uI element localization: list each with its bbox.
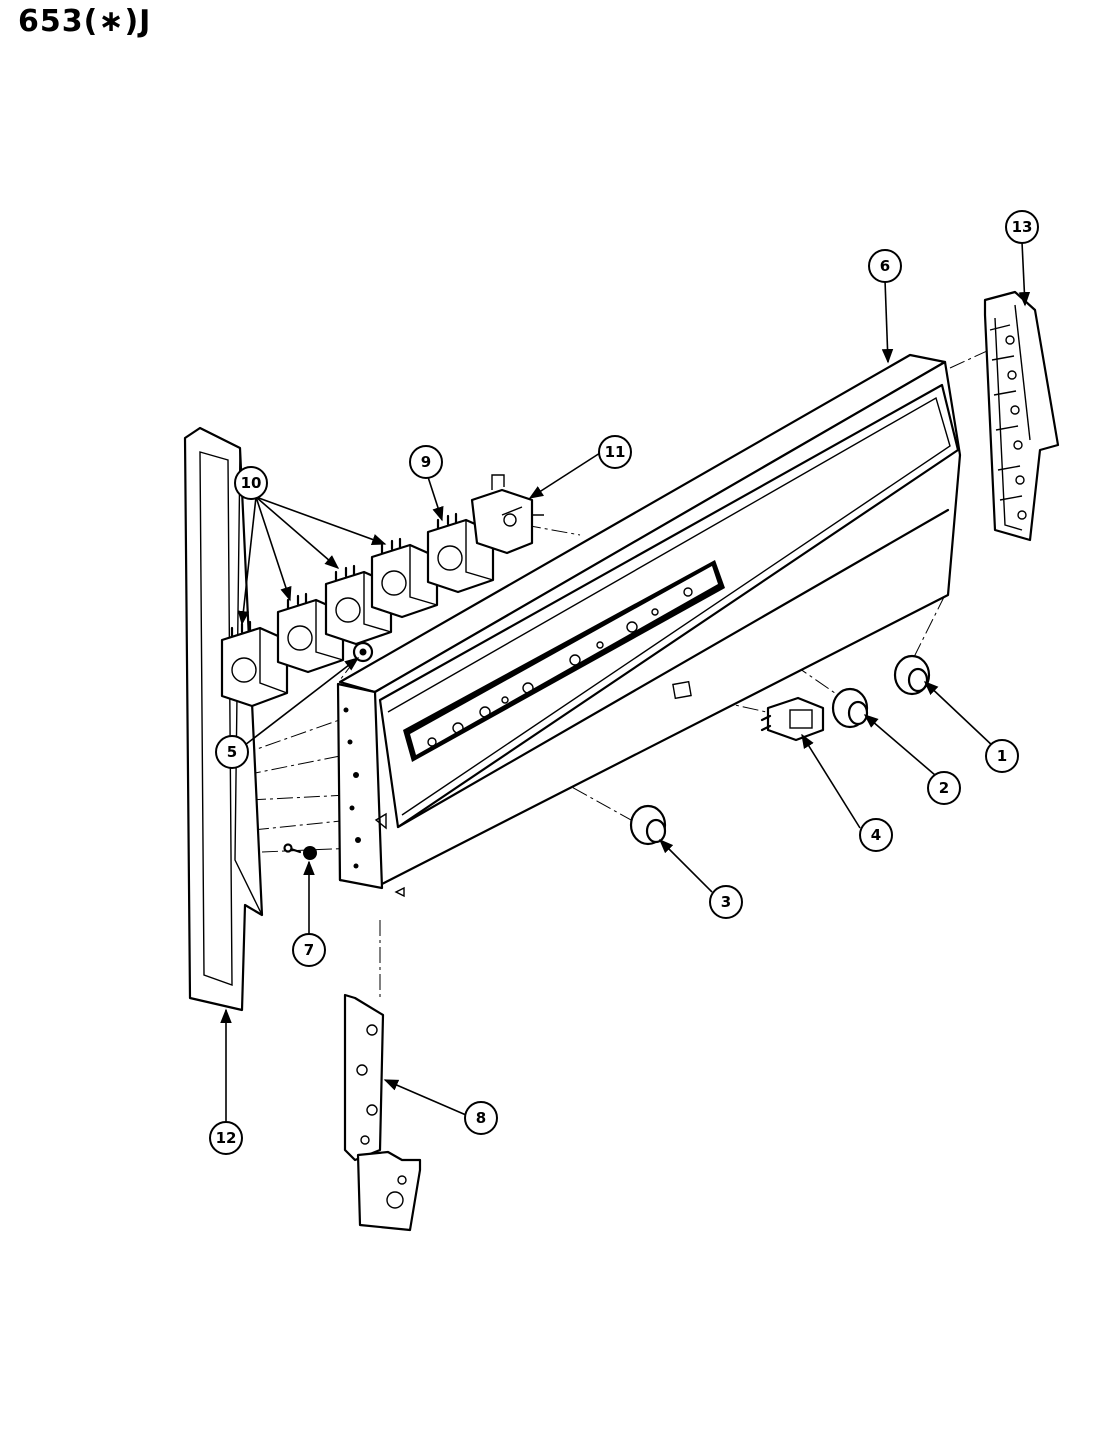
callout-label: 2: [939, 779, 949, 797]
callout-3: 3: [709, 885, 743, 919]
switch-part-11: [470, 474, 544, 555]
callout-label: 10: [241, 474, 262, 492]
callout-label: 6: [880, 257, 890, 275]
callout-8: 8: [464, 1101, 498, 1135]
callout-label: 13: [1012, 218, 1033, 236]
end-cap-left-part-12: [183, 426, 264, 1012]
leader-lines: [220, 241, 1031, 1128]
callout-1: 1: [985, 739, 1019, 773]
callout-12: 12: [209, 1121, 243, 1155]
end-cap-right-part-13: [983, 290, 1060, 542]
callout-label: 8: [476, 1109, 486, 1127]
switch-part-10-d: [370, 537, 439, 619]
page-title: 653(∗)J: [18, 4, 152, 39]
callout-2: 2: [927, 771, 961, 805]
callout-6: 6: [868, 249, 902, 283]
knob-part-3: [629, 804, 667, 846]
callout-label: 7: [304, 941, 314, 959]
callout-label: 11: [605, 443, 626, 461]
callout-9: 9: [409, 445, 443, 479]
knob-part-2: [831, 687, 869, 729]
callout-13: 13: [1005, 210, 1039, 244]
control-panel-part-6: [336, 353, 962, 898]
callout-label: 12: [216, 1129, 237, 1147]
washer-part-5: [352, 641, 374, 663]
callout-label: 5: [227, 743, 237, 761]
callout-label: 3: [721, 893, 731, 911]
callout-7: 7: [292, 933, 326, 967]
callout-label: 1: [997, 747, 1007, 765]
callout-label: 4: [871, 826, 881, 844]
callout-10: 10: [234, 466, 268, 500]
knob-part-1: [893, 654, 931, 696]
screw-part-7: [283, 843, 317, 860]
callout-4: 4: [859, 818, 893, 852]
callout-11: 11: [598, 435, 632, 469]
callout-5: 5: [215, 735, 249, 769]
callout-label: 9: [421, 453, 431, 471]
switch-part-10-a: [220, 620, 289, 708]
rocker-switch-part-4: [760, 696, 825, 742]
bracket-part-8: [343, 993, 422, 1232]
